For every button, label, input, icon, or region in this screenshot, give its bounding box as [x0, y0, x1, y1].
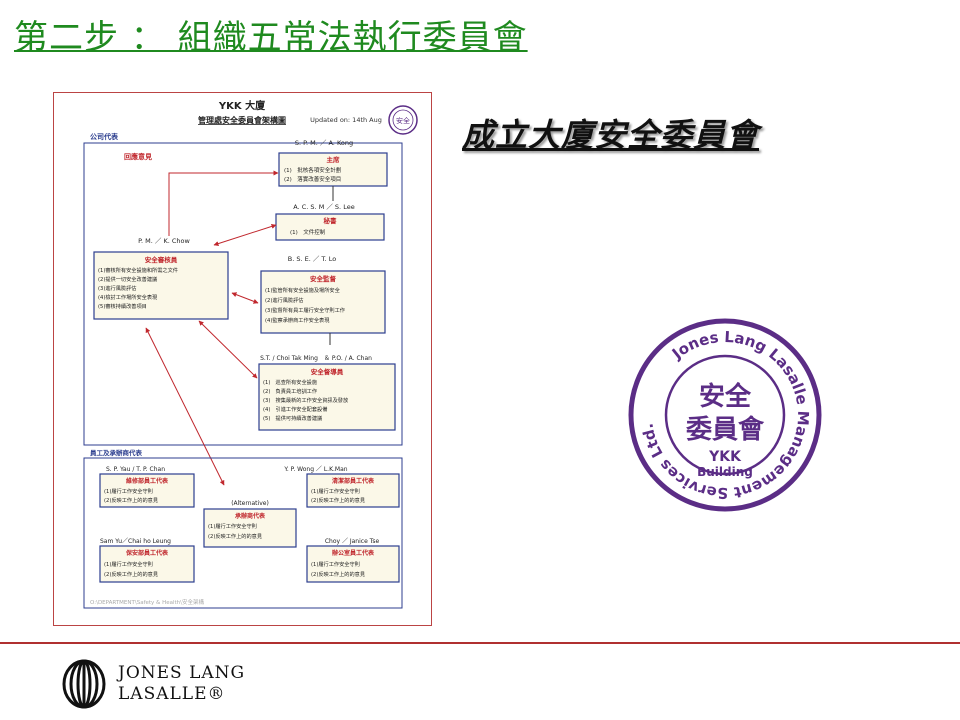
footer-divider [0, 642, 960, 644]
auditor-box [93, 251, 229, 320]
maintenance-rep-person: S. P. Yau / T. P. Chan [106, 466, 165, 473]
auditor-duty: (2)提供一切安全改善建議 [98, 275, 158, 283]
org-chart-header-title: YKK 大廈 [218, 99, 266, 112]
staff-section-frame [83, 457, 403, 609]
seal-bottom-line1: YKK [708, 449, 742, 465]
slide-title: 第二步 ： 組織五常法執行委員會 [14, 18, 528, 58]
maintenance-rep-title: 維修部員工代表 [126, 477, 169, 485]
footer-file-path: O:\DEPARTMENT\Safety & Health\安全架構 [90, 598, 204, 606]
office-rep-person: Choy ／ Janice Tse [325, 538, 380, 545]
secretary-duty: (1) 文件控制 [290, 228, 326, 236]
mini-seal-icon: 安全 [388, 105, 418, 135]
officer-duty: (1) 巡查所有安全設施 [263, 378, 317, 386]
seal-icon [628, 318, 822, 512]
cleaning-rep-duty: (1)履行工作安全守則 [311, 487, 360, 495]
chairman-person: S. P. M. ／ A. Kong [295, 139, 353, 147]
officer-duty: (3) 搜集最新的工作安全資訊及發放 [263, 396, 349, 404]
officer-duty: (2) 負責員工培訓工作 [263, 387, 317, 395]
officer-duty: (4) 引進工作安全配套設備 [263, 405, 327, 413]
officer-title: 安全督導員 [311, 367, 344, 376]
safety-committee-seal: Jones Lang Lasalle Management Services L… [628, 318, 822, 512]
mini-seal-text: 安全 [396, 116, 410, 125]
cleaning-rep-person: Y. P. Wong ／ L.K.Man [283, 466, 347, 473]
supervisor-person: B. S. E. ／ T. Lo [288, 255, 336, 263]
auditor-duty: (4)檢討工作場所安全表現 [98, 293, 158, 301]
feedback-label: 回應意見 [124, 152, 152, 161]
slide-subtitle: 成立大廈安全委員會 [462, 116, 760, 154]
company-section-label: 公司代表 [90, 132, 119, 141]
seal-bottom-line2: Building [697, 465, 753, 479]
contractor-rep-box [203, 508, 297, 548]
org-chart-header-subtitle: 管理處安全委員會架構圖 [198, 115, 286, 125]
secretary-title: 秘書 [324, 216, 338, 225]
maintenance-rep-duty: (1)履行工作安全守則 [104, 487, 153, 495]
auditor-officer-arrow [198, 320, 258, 379]
office-rep-duty: (2)反映工作上的的意見 [311, 570, 365, 578]
seal-center-line2: 委員會 [686, 414, 765, 445]
jll-logo-icon [62, 659, 106, 709]
office-rep-duty: (1)履行工作安全守則 [311, 560, 360, 568]
chairman-box [278, 152, 388, 187]
supervisor-duty: (1)監管所有安全設施及場所安全 [265, 286, 341, 294]
supervisor-title: 安全監督 [310, 274, 337, 283]
contractor-rep-duty: (1)履行工作安全守則 [208, 522, 257, 530]
contractor-rep-title: 承辦商代表 [235, 512, 266, 520]
auditor-duty: (1)審核所有安全設施和所需之文件 [98, 266, 178, 274]
security-rep-title: 保安部員工代表 [125, 549, 169, 557]
officer-person: S.T. / Choi Tak Ming ＆ P.O. / A. Chan [260, 355, 372, 362]
auditor-secretary-arrow [213, 224, 277, 246]
org-chart-image: YKK 大廈 管理處安全委員會架構圖 Updated on: 14th Aug … [53, 92, 432, 626]
chairman-duty: (1) 批核各項安全計劃 [284, 166, 342, 174]
auditor-staff-arrow [145, 327, 225, 486]
cleaning-rep-title: 清潔部員工代表 [332, 477, 375, 485]
maintenance-rep-box [99, 473, 195, 508]
officer-box [258, 363, 396, 431]
seal-center-line1: 安全 [699, 381, 752, 412]
security-rep-person: Sam Yu／Chai ho Leung [100, 538, 171, 545]
contractor-rep-duty: (2)反映工作上的的意見 [208, 532, 262, 540]
supervisor-duty: (4)監察承辦商工作安全表現 [265, 316, 330, 324]
company-section-frame [83, 142, 403, 446]
supervisor-box [260, 270, 386, 334]
officer-duty: (5) 提供可持續改善建議 [263, 414, 323, 422]
auditor-person: P. M. ／ K. Chow [138, 237, 190, 245]
security-rep-duty: (1)履行工作安全守則 [104, 560, 153, 568]
org-chart-updated-date: Updated on: 14th Aug [310, 116, 382, 124]
maintenance-rep-duty: (2)反映工作上的的意見 [104, 496, 158, 504]
auditor-supervisor-arrow [231, 292, 259, 304]
office-rep-box [306, 545, 400, 583]
auditor-title: 安全審核員 [145, 255, 178, 264]
logo-text-line1: JONES LANG [118, 663, 246, 683]
secretary-person: A. C. S. M ／ S. Lee [293, 203, 354, 211]
cleaning-rep-duty: (2)反映工作上的的意見 [311, 496, 365, 504]
staff-section-label: 員工及承辦商代表 [89, 448, 143, 457]
supervisor-duty: (2)進行風險評估 [265, 296, 303, 304]
auditor-duty: (3)進行風險評估 [98, 284, 136, 292]
feedback-arrow [168, 170, 279, 236]
org-chart-diagram: YKK 大廈 管理處安全委員會架構圖 Updated on: 14th Aug … [83, 99, 418, 609]
security-rep-duty: (2)反映工作上的的意見 [104, 570, 158, 578]
logo-text-line2: LASALLE® [118, 684, 226, 704]
chairman-duty: (2) 落實改善安全項目 [284, 175, 341, 183]
office-rep-title: 辦公室員工代表 [332, 549, 375, 557]
security-rep-box [99, 545, 195, 583]
auditor-duty: (5)審核持續改善項目 [98, 302, 147, 310]
cleaning-rep-box [306, 473, 400, 508]
alternative-label: (Alternative) [231, 500, 269, 507]
chairman-title: 主席 [327, 155, 341, 164]
supervisor-duty: (3)監督所有員工履行安全守則工作 [265, 306, 345, 314]
